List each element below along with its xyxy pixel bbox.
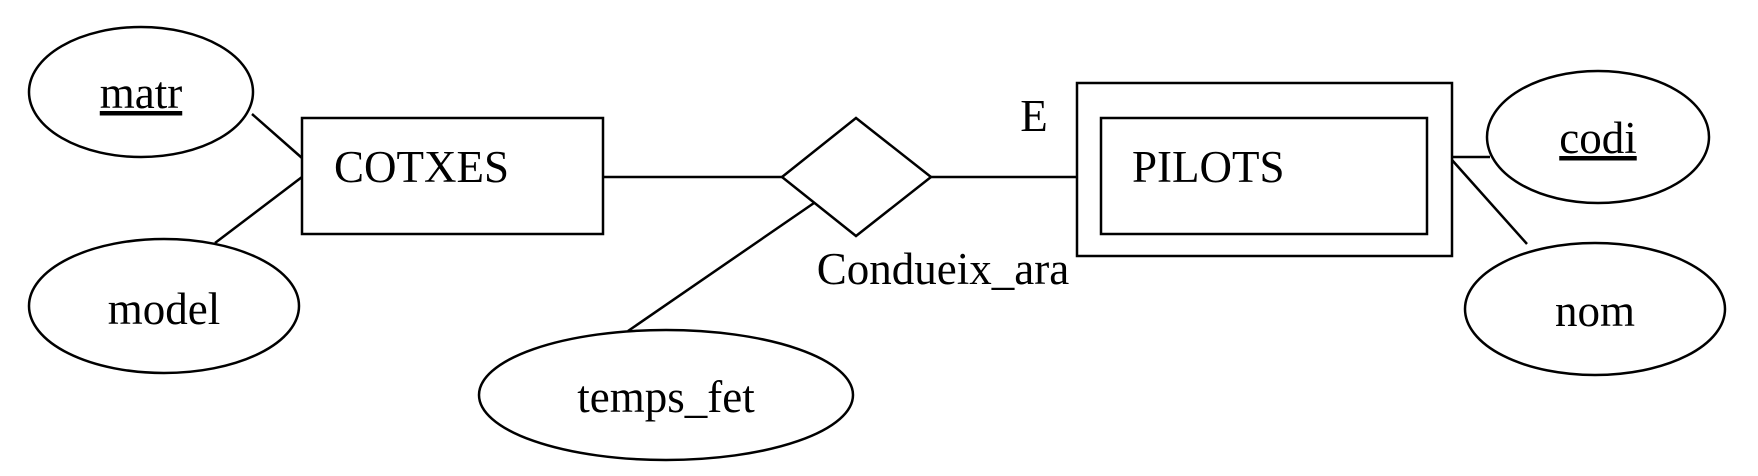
relationship-condueix-ara: Condueix_ara [779,116,1069,294]
attribute-codi: codi [1485,69,1711,205]
connector-temps-fet-relationship [627,201,815,333]
attribute-model-label: model [108,284,220,334]
relationship-label: Condueix_ara [817,244,1069,294]
relationship-diamond [779,116,934,238]
attribute-temps-fet: temps_fet [477,328,855,462]
attribute-model: model [27,237,301,375]
connector-matr-cotxes [251,113,303,159]
entity-pilots: PILOTS [1075,81,1454,258]
entity-box [300,116,605,236]
attribute-temps-fet-label: temps_fet [577,372,755,422]
connector-nom-pilots [1451,159,1528,245]
attribute-ellipse [1463,241,1727,377]
attribute-ellipse [27,237,301,375]
entity-cotxes: COTXES [300,116,605,236]
entity-pilots-label: PILOTS [1132,142,1285,192]
attribute-ellipse [477,328,855,462]
attribute-matr: matr [27,25,255,159]
attribute-nom: nom [1463,241,1727,377]
attribute-ellipse [1485,69,1711,205]
entity-inner-box [1099,116,1429,236]
attribute-codi-label: codi [1559,113,1636,163]
cardinality-label: E [1020,91,1048,141]
attribute-matr-label: matr [100,68,182,118]
entity-cotxes-label: COTXES [334,142,509,192]
attribute-nom-label: nom [1555,286,1635,336]
connector-model-cotxes [214,176,303,244]
attribute-ellipse [27,25,255,159]
